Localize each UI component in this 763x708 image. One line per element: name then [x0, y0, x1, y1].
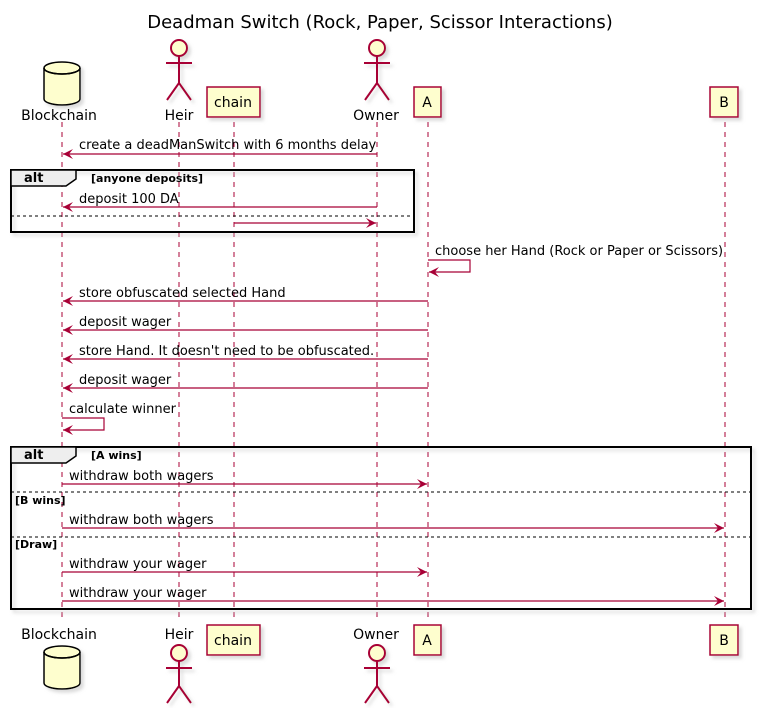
- diagram-title: Deadman Switch (Rock, Paper, Scissor Int…: [147, 12, 613, 33]
- participant-label: chain: [214, 95, 252, 111]
- messages: create a deadManSwitch with 6 months del…: [62, 138, 724, 606]
- fragment-guard: [anyone deposits]: [91, 172, 203, 185]
- participant-blockchain-bottom: Blockchain: [21, 627, 97, 690]
- participant-label: chain: [214, 633, 252, 649]
- database-icon: [43, 61, 81, 106]
- participant-label: B: [719, 95, 729, 111]
- message-label: choose her Hand (Rock or Paper or Scisso…: [435, 244, 723, 259]
- participant-a-top: A: [413, 86, 442, 118]
- message-arrow: [428, 259, 471, 277]
- participant-label: Owner: [353, 627, 399, 643]
- participant-label: Heir: [165, 108, 194, 124]
- message-label: withdraw both wagers: [69, 513, 214, 528]
- participant-label: A: [422, 95, 432, 111]
- message-label: store Hand. It doesn't need to be obfusc…: [79, 344, 374, 359]
- participant-label: B: [719, 633, 729, 649]
- alt-fragment-deposits: alt [anyone deposits]: [10, 169, 415, 233]
- participant-label: Heir: [165, 627, 194, 643]
- fragment-tab: [10, 169, 77, 187]
- fragment-frame: [10, 446, 752, 610]
- participant-label: A: [422, 633, 432, 649]
- participant-label: Blockchain: [21, 627, 97, 643]
- participant-chain-top: chain: [206, 86, 261, 118]
- participant-heads-bottom: Blockchain Heir chain Owner: [21, 624, 739, 704]
- participant-a-bottom: A: [413, 624, 442, 656]
- message: withdraw both wagers: [62, 469, 427, 489]
- message: deposit 100 DA: [63, 192, 377, 212]
- message-label: deposit wager: [79, 373, 172, 388]
- fragment-tab: [10, 446, 77, 464]
- alt-fragment-outcome: alt [A wins] [B wins] [Draw]: [10, 446, 752, 610]
- message: store obfuscated selected Hand: [63, 286, 428, 306]
- participant-blockchain-top: Blockchain: [21, 61, 97, 124]
- message-label: calculate winner: [69, 402, 177, 417]
- participant-box: [206, 624, 261, 656]
- participant-box: [413, 624, 442, 656]
- message: store Hand. It doesn't need to be obfusc…: [63, 344, 428, 364]
- participant-label: Blockchain: [21, 108, 97, 124]
- fragment-frame: [10, 169, 415, 233]
- message-label: deposit 100 DA: [79, 192, 179, 207]
- actor-icon: [166, 644, 192, 704]
- participant-label: Owner: [353, 108, 399, 124]
- fragment-guard: [Draw]: [15, 538, 57, 551]
- participant-box: [206, 86, 261, 118]
- message: withdraw your wager: [62, 586, 724, 606]
- lifelines: [61, 122, 726, 618]
- fragment-guard: [B wins]: [15, 494, 66, 507]
- fragment-operator: alt: [24, 171, 43, 186]
- participant-owner-top: Owner: [353, 39, 399, 124]
- message: withdraw both wagers: [62, 513, 724, 533]
- message-label: store obfuscated selected Hand: [79, 286, 286, 301]
- actor-icon: [166, 39, 192, 101]
- participant-b-bottom: B: [709, 624, 739, 656]
- actor-icon: [364, 39, 390, 101]
- fragment-operator: alt: [24, 448, 43, 463]
- participant-box: [709, 624, 739, 656]
- message-label: withdraw your wager: [69, 586, 207, 601]
- database-icon: [43, 645, 81, 690]
- participant-chain-bottom: chain: [206, 624, 261, 656]
- message: withdraw your wager: [62, 557, 427, 577]
- participant-heir-bottom: Heir: [165, 627, 194, 704]
- message: create a deadManSwitch with 6 months del…: [63, 138, 377, 159]
- message-self: calculate winner: [62, 402, 177, 435]
- participant-box: [709, 86, 739, 118]
- participant-heir-top: Heir: [165, 39, 194, 124]
- message-label: deposit wager: [79, 315, 172, 330]
- actor-icon: [364, 644, 390, 704]
- participant-heads-top: Blockchain Heir chain: [21, 39, 739, 124]
- fragment-guard: [A wins]: [91, 449, 142, 462]
- message-label: withdraw your wager: [69, 557, 207, 572]
- message-arrow: [62, 417, 105, 435]
- message-label: withdraw both wagers: [69, 469, 214, 484]
- message-self: choose her Hand (Rock or Paper or Scisso…: [428, 244, 723, 277]
- message: deposit wager: [63, 315, 428, 335]
- message: deposit wager: [63, 373, 428, 393]
- participant-box: [413, 86, 442, 118]
- participant-b-top: B: [709, 86, 739, 118]
- participant-owner-bottom: Owner: [353, 627, 399, 704]
- message-label: create a deadManSwitch with 6 months del…: [79, 138, 377, 153]
